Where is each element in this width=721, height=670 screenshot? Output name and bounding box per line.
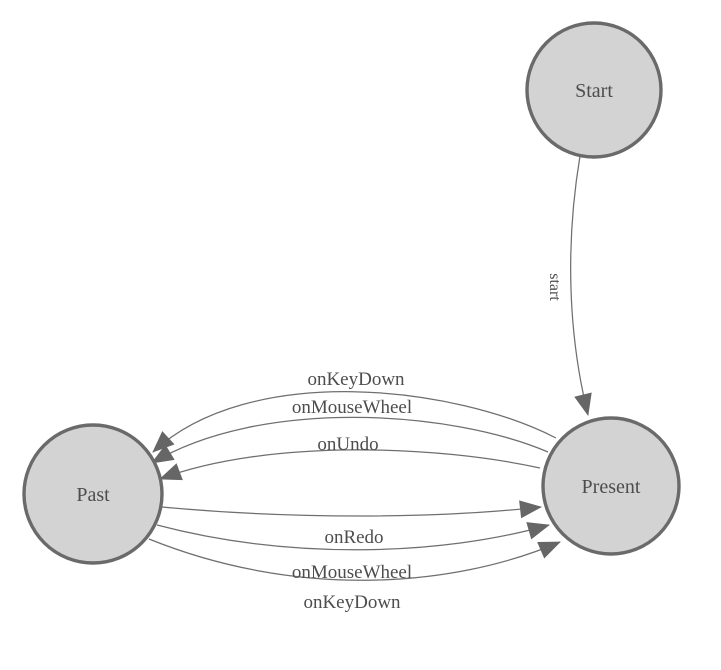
node-past-label: Past <box>76 484 110 506</box>
edge-present-to-past-onundo <box>159 449 541 481</box>
node-present-circle[interactable] <box>541 416 681 556</box>
edge-label-start: start <box>546 273 563 301</box>
edge-past-to-present-onmousewheel <box>156 522 550 551</box>
node-start-circle[interactable] <box>525 21 663 159</box>
edge-past-to-present-onkeydown <box>148 538 561 581</box>
node-start-label: Start <box>575 80 613 102</box>
edge-present-to-past-onmousewheel <box>151 416 549 464</box>
node-past[interactable]: Past <box>22 423 164 565</box>
edge-present-to-past-onkeydown <box>152 391 557 453</box>
edge-label-onkeydown-top: onKeyDown <box>307 369 405 390</box>
node-start[interactable]: Start <box>525 21 663 159</box>
node-present-label: Present <box>582 476 641 498</box>
edge-label-onmousewheel-bottom: onMouseWheel <box>292 562 412 583</box>
edge-label-onredo: onRedo <box>324 527 383 548</box>
node-present[interactable]: Present <box>541 416 681 556</box>
edge-label-onmousewheel-top: onMouseWheel <box>292 397 412 418</box>
edge-past-to-present-onredo <box>161 500 542 519</box>
node-past-circle[interactable] <box>22 423 164 565</box>
edge-label-onkeydown-bottom: onKeyDown <box>303 592 401 613</box>
edge-label-onundo: onUndo <box>317 434 378 455</box>
edge-start-to-present <box>570 155 592 416</box>
